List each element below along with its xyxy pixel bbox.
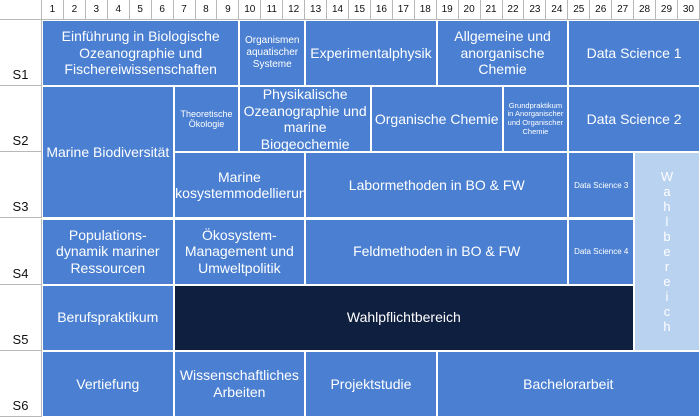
column-header-20: 20 <box>458 0 481 20</box>
column-header-30: 30 <box>677 0 700 20</box>
module-cell: Data Science 1 <box>568 20 700 87</box>
module-label: Einführung in Biologische Ozeanographie … <box>61 28 220 78</box>
column-header-7: 7 <box>173 0 196 20</box>
column-header-27: 27 <box>612 0 635 20</box>
module-cell: Marine Biodiversität <box>42 86 174 219</box>
module-cell: Data Science 2 <box>568 86 700 153</box>
module-label: Populations-dynamik mariner Ressourcen <box>56 226 160 276</box>
module-cell: Vertiefung <box>42 350 174 417</box>
module-label: Berufspraktikum <box>57 309 159 326</box>
module-cell: Berufspraktikum <box>42 284 174 351</box>
module-label: Wissenschaftliches Arbeiten <box>179 367 299 400</box>
semester-label-s4: S4 <box>0 218 42 285</box>
module-cell: Wissenschaftliches Arbeiten <box>173 350 306 417</box>
column-header-14: 14 <box>327 0 349 20</box>
module-label: Vertiefung <box>76 375 140 392</box>
module-cell: Bachelorarbeit <box>436 350 700 417</box>
semester-label-s6: S6 <box>0 350 42 417</box>
module-cell: Labormethoden in BO & FW <box>305 152 569 219</box>
column-header-1: 1 <box>42 0 64 20</box>
semester-label-s2: S2 <box>0 86 42 153</box>
module-label: Bachelorarbeit <box>523 375 614 392</box>
module-cell: Marine Ökosystemmodellierung <box>173 152 306 219</box>
module-label: Grundpraktikum in Anorganischer und Orga… <box>507 100 564 137</box>
column-header-24: 24 <box>546 0 569 20</box>
module-label: Data Science 4 <box>574 246 629 256</box>
module-label: Data Science 3 <box>574 180 629 190</box>
column-header-22: 22 <box>502 0 525 20</box>
module-cell: Data Science 3 <box>568 152 635 219</box>
module-cell: Einführung in Biologische Ozeanographie … <box>42 20 240 87</box>
column-header-12: 12 <box>283 0 306 20</box>
module-cell: Theoretische Ökologie <box>173 86 240 153</box>
module-cell: Physikalische Ozeanographie und marine B… <box>239 86 371 153</box>
module-label: Experimentalphysik <box>310 44 432 61</box>
column-header-18: 18 <box>414 0 437 20</box>
column-header-26: 26 <box>590 0 613 20</box>
module-cell: Projektstudie <box>305 350 437 417</box>
column-header-2: 2 <box>63 0 86 20</box>
column-header-10: 10 <box>239 0 262 20</box>
module-label: Data Science 1 <box>586 44 682 61</box>
module-label: Allgemeine und anorganische Chemie <box>454 28 551 78</box>
module-label: Feldmethoden in BO & FW <box>353 243 521 260</box>
module-cell: Organische Chemie <box>370 86 503 153</box>
module-label: Organismen aquatischer Systeme <box>245 35 300 70</box>
column-header-3: 3 <box>85 0 108 20</box>
column-header-25: 25 <box>568 0 591 20</box>
module-cell: Experimentalphysik <box>305 20 437 87</box>
column-header-8: 8 <box>195 0 218 20</box>
module-label: Marine Biodiversität <box>46 144 170 161</box>
column-header-28: 28 <box>634 0 657 20</box>
column-header-9: 9 <box>217 0 240 20</box>
column-header-11: 11 <box>261 0 284 20</box>
module-label: Marine Ökosystemmodellierung <box>175 168 305 202</box>
header-corner <box>0 0 42 20</box>
module-label: Wahlpflichtbereich <box>346 309 461 326</box>
semester-label-s3: S3 <box>0 152 42 219</box>
column-header-6: 6 <box>151 0 174 20</box>
column-header-29: 29 <box>656 0 678 20</box>
module-label: Data Science 2 <box>586 110 682 127</box>
column-header-15: 15 <box>349 0 371 20</box>
column-header-23: 23 <box>524 0 547 20</box>
module-cell: Allgemeine und anorganische Chemie <box>436 20 569 87</box>
column-header-5: 5 <box>129 0 152 20</box>
column-header-17: 17 <box>392 0 415 20</box>
module-label: Physikalische Ozeanographie und marine B… <box>243 86 367 152</box>
module-cell: Data Science 4 <box>568 218 635 285</box>
column-header-13: 13 <box>305 0 328 20</box>
module-label: Theoretische Ökologie <box>180 108 233 130</box>
module-cell: Organismen aquatischer Systeme <box>239 20 306 87</box>
module-label: Organische Chemie <box>374 110 499 127</box>
module-cell: Grundpraktikum in Anorganischer und Orga… <box>502 86 569 153</box>
module-cell: Feldmethoden in BO & FW <box>305 218 569 285</box>
column-header-19: 19 <box>436 0 459 20</box>
semester-label-s5: S5 <box>0 284 42 351</box>
module-cell: Wahlpflichtbereich <box>173 284 635 351</box>
semester-label-s1: S1 <box>0 20 42 87</box>
column-header-16: 16 <box>370 0 393 20</box>
module-label: Labormethoden in BO & FW <box>348 177 525 194</box>
module-label: Projektstudie <box>330 375 412 392</box>
column-header-4: 4 <box>107 0 130 20</box>
module-cell: Ökosystem-Management und Umweltpolitik <box>173 218 306 285</box>
column-header-21: 21 <box>480 0 503 20</box>
module-label: Ökosystem-Management und Umweltpolitik <box>184 226 294 276</box>
module-cell: Populations-dynamik mariner Ressourcen <box>42 218 174 285</box>
